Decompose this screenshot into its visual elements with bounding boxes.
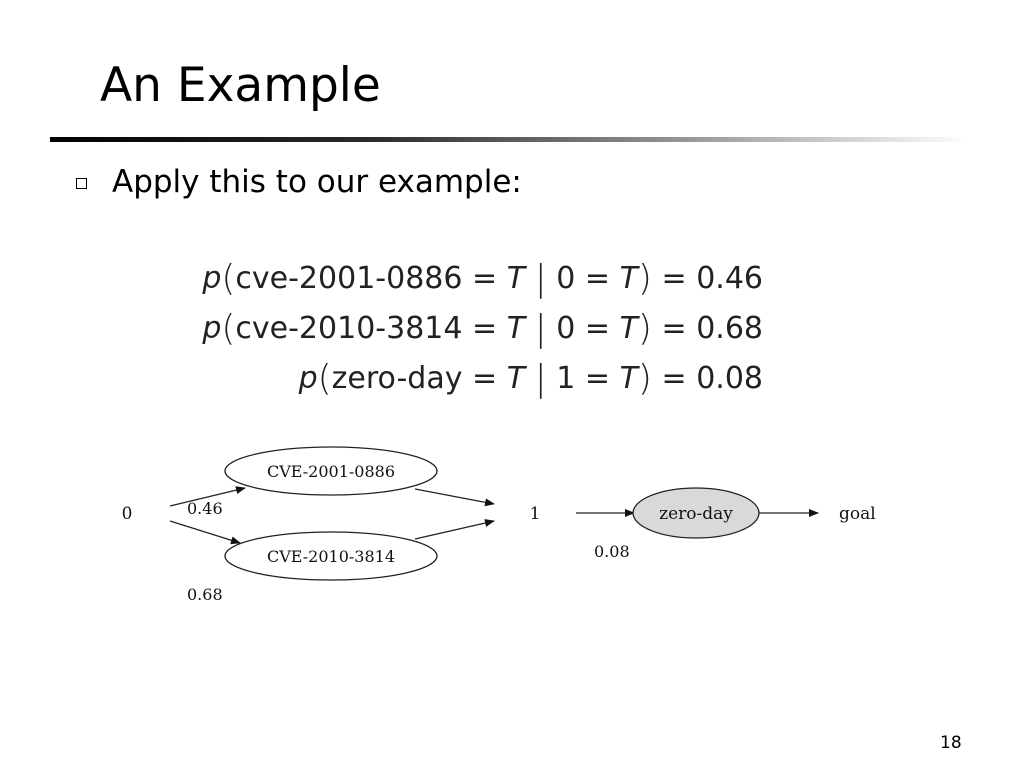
eq-sign: = — [661, 311, 687, 346]
eq-result: 0.08 — [696, 361, 763, 396]
eq-sign: = — [584, 261, 611, 296]
edge-cve2-to-mid — [414, 519, 495, 540]
eq-given-bar: | — [534, 308, 547, 349]
eq-value: T — [506, 311, 526, 346]
eq-sign: = — [661, 361, 687, 396]
eq-value: T — [506, 261, 526, 296]
edge-cve1-to-mid — [414, 488, 495, 507]
eq-p: p — [298, 361, 318, 396]
edge-label-cve2: 0.68 — [187, 585, 223, 604]
eq-sign: = — [472, 261, 498, 296]
node-cve-2001-0886 — [224, 446, 438, 496]
bullet-text: Apply this to our example: — [112, 164, 522, 200]
eq-node: cve-2001-0886 — [235, 261, 463, 296]
node-mid: 1 — [530, 504, 541, 524]
node-start: 0 — [122, 504, 133, 524]
node-goal: goal — [839, 504, 876, 524]
node-cve-2010-3814 — [224, 531, 438, 581]
title-divider — [50, 137, 970, 142]
node-cve-2010-3814-label: CVE-2010-3814 — [267, 547, 395, 566]
eq-sign: = — [661, 261, 687, 296]
eq-node: cve-2010-3814 — [235, 311, 463, 346]
equation-line: p(cve-2001-0886 = T | 0 = T) = 0.46 — [180, 254, 763, 304]
eq-p: p — [202, 311, 222, 346]
eq-given-value: T — [619, 361, 638, 396]
eq-result: 0.68 — [696, 311, 763, 346]
eq-node: zero-day — [331, 361, 463, 396]
node-zero-day-label: zero-day — [659, 504, 733, 524]
eq-given-value: T — [619, 261, 638, 296]
eq-sign: = — [584, 361, 611, 396]
equations-block: p(cve-2001-0886 = T | 0 = T) = 0.46 p(cv… — [180, 254, 780, 404]
square-bullet-icon — [76, 178, 87, 189]
eq-given-bar: | — [534, 358, 547, 399]
eq-given-bar: | — [534, 258, 547, 299]
eq-paren: ) — [637, 258, 652, 299]
eq-given-node: 0 — [556, 261, 576, 296]
eq-paren: ( — [221, 258, 236, 299]
page-number: 18 — [940, 733, 962, 753]
eq-sign: = — [472, 361, 498, 396]
eq-given-node: 0 — [556, 311, 576, 346]
eq-result: 0.46 — [696, 261, 763, 296]
edge-label-cve1: 0.46 — [187, 499, 223, 518]
eq-value: T — [506, 361, 526, 396]
eq-paren: ) — [637, 358, 652, 399]
equation-line: p(cve-2010-3814 = T | 0 = T) = 0.68 — [180, 304, 763, 354]
eq-sign: = — [472, 311, 498, 346]
eq-paren: ( — [221, 308, 236, 349]
eq-paren: ( — [317, 358, 332, 399]
eq-given-value: T — [619, 311, 638, 346]
slide-title: An Example — [100, 58, 381, 113]
node-cve-2001-0886-label: CVE-2001-0886 — [267, 462, 395, 481]
edge-label-zero-day: 0.08 — [594, 542, 630, 561]
edge-start-to-cve2 — [169, 520, 241, 545]
eq-given-node: 1 — [556, 361, 576, 396]
edge-start-to-cve1 — [169, 486, 246, 507]
eq-paren: ) — [637, 308, 652, 349]
eq-p: p — [202, 261, 222, 296]
equation-line: p(zero-day = T | 1 = T) = 0.08 — [180, 354, 763, 404]
eq-sign: = — [584, 311, 611, 346]
